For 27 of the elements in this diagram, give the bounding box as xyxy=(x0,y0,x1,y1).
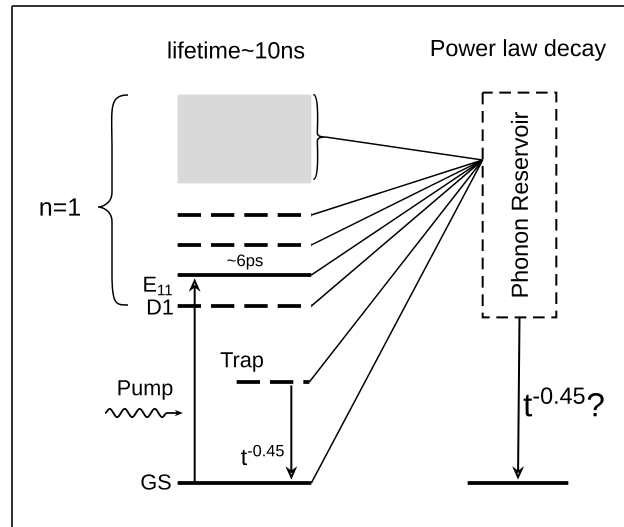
edge-label: t$^{-0.45}$ xyxy=(239,443,287,467)
energy-level xyxy=(236,380,310,384)
connector-line xyxy=(311,159,483,246)
connector-line xyxy=(311,159,483,216)
energy-level xyxy=(178,304,312,308)
energy-level xyxy=(178,481,312,485)
reservoir-box: Phonon Reservoir xyxy=(482,92,558,318)
edge-label: t$^{-0.45}$? xyxy=(521,386,607,418)
heading: lifetime~10ns xyxy=(168,41,304,59)
level-label: D1 xyxy=(148,300,173,314)
connector-line xyxy=(325,136,483,161)
connector-line xyxy=(310,160,484,484)
energy-level xyxy=(178,243,312,247)
energy-level xyxy=(178,213,312,217)
brace-label: n=1 xyxy=(40,198,80,216)
level-label: ~6ps xyxy=(227,254,263,270)
energy-level xyxy=(178,273,312,277)
connector-line xyxy=(310,159,484,276)
connector-line xyxy=(310,159,484,307)
level-label: E$_{11}$ xyxy=(144,276,172,296)
energy-band xyxy=(178,94,326,184)
connector-line xyxy=(308,160,484,382)
energy-level xyxy=(468,481,568,485)
level-label: GS xyxy=(141,474,171,490)
level-label: Trap xyxy=(220,352,263,372)
pump-label: Pump xyxy=(118,380,172,400)
heading: Power law decay xyxy=(432,39,606,61)
